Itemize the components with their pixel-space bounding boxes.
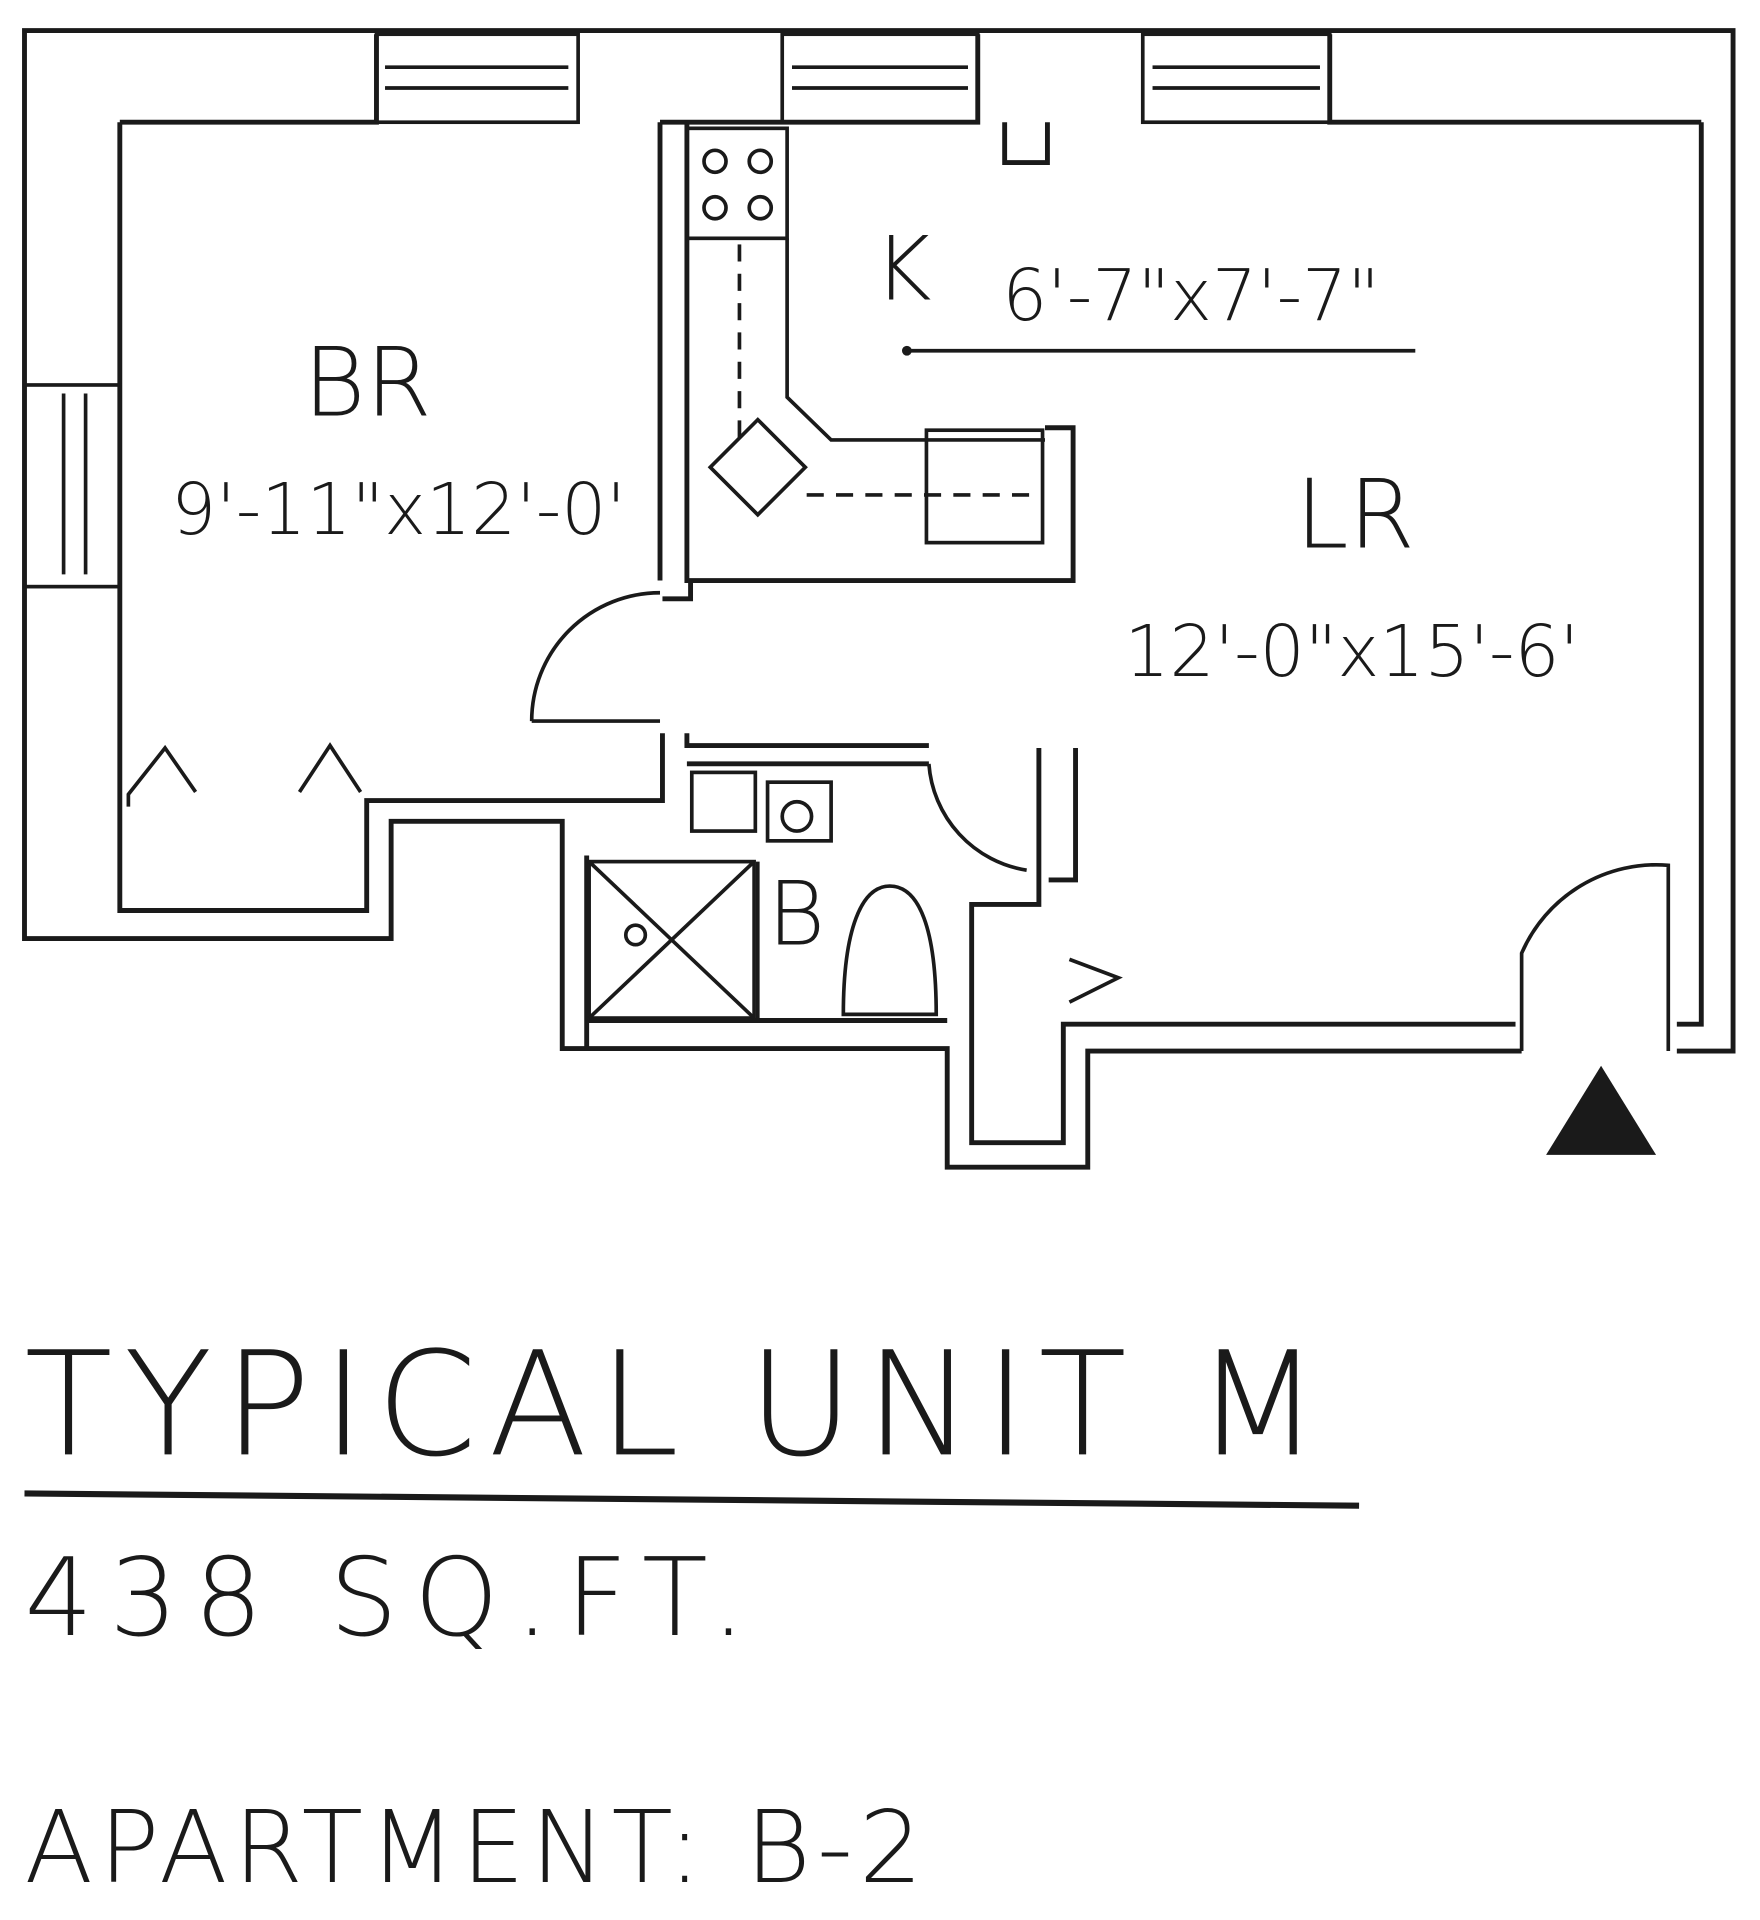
walls xyxy=(22,28,1736,1170)
br-dimensions: 9'-11"x12'-0' xyxy=(171,468,626,551)
windows xyxy=(22,32,1332,589)
k-label: K xyxy=(874,217,932,320)
lr-dimensions: 12'-0"x15'-6' xyxy=(1124,610,1579,693)
shower-icon xyxy=(587,859,756,1020)
unit-area: 438 SQ.FT. xyxy=(24,1536,745,1661)
title-underline xyxy=(24,1490,1360,1509)
stove-icon xyxy=(685,126,789,241)
bath-fixtures xyxy=(587,770,939,1020)
unit-title: TYPICAL UNIT M xyxy=(24,1321,1319,1489)
sink-icon xyxy=(841,884,939,1017)
toilet-icon xyxy=(765,780,833,843)
br-label: BR xyxy=(303,329,432,439)
sink-icon xyxy=(707,417,808,518)
k-dimensions: 6'-7"x7'-7" xyxy=(1002,254,1380,337)
refrigerator-icon xyxy=(924,428,1045,545)
lr-label: LR xyxy=(1296,461,1415,571)
apartment-number: APARTMENT: B-2 xyxy=(24,1789,922,1906)
entry-arrow-icon xyxy=(1546,1065,1657,1155)
bath-label: B xyxy=(768,863,826,966)
doors xyxy=(126,590,1671,1052)
kitchen-fixtures xyxy=(685,126,1416,545)
